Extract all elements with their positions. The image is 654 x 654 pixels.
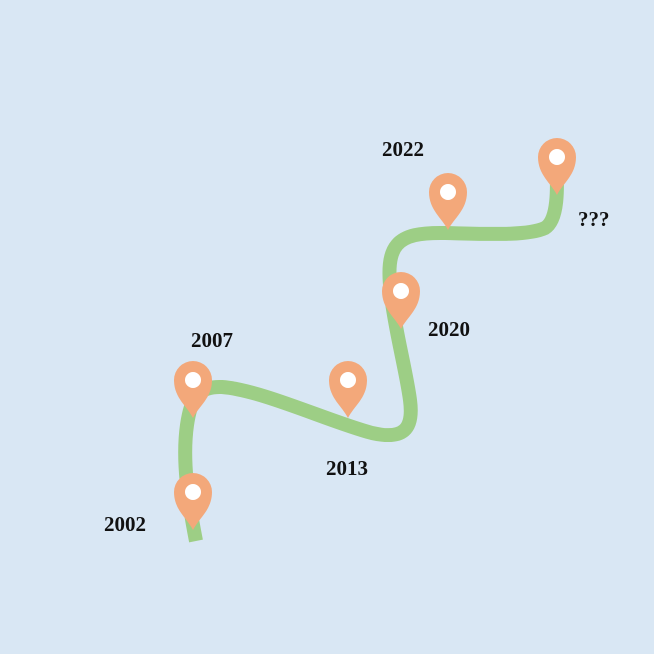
map-pin-icon-2022 bbox=[429, 173, 467, 230]
map-pin-icon-2007 bbox=[174, 361, 212, 418]
map-pin-icon-future bbox=[538, 138, 576, 195]
map-pin-icon-2013 bbox=[329, 361, 367, 418]
timeline-road bbox=[178, 157, 564, 543]
milestone-label-2002: 2002 bbox=[104, 512, 146, 536]
milestone-label-2022: 2022 bbox=[382, 137, 424, 161]
milestone-label-2020: 2020 bbox=[428, 317, 470, 341]
map-pin-icon-2002 bbox=[174, 473, 212, 530]
map-pin-icon-2020 bbox=[382, 272, 420, 329]
milestone-label-future: ??? bbox=[578, 207, 610, 231]
milestone-label-2013: 2013 bbox=[326, 456, 368, 480]
milestone-label-2007: 2007 bbox=[191, 328, 233, 352]
